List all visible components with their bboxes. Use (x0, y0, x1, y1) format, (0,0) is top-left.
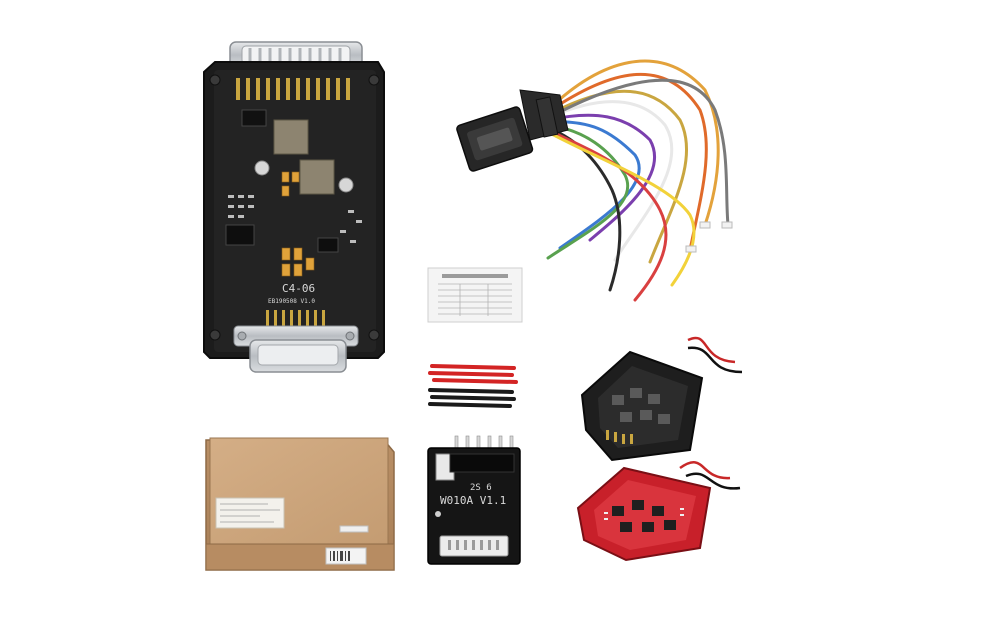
instruction-card (427, 267, 523, 323)
bottom-db-connector (233, 325, 359, 373)
main-adapter-board: C4-06 EB190508 V1.0 (203, 41, 385, 373)
cardboard-box (205, 437, 395, 571)
w010a-adapter: 2S 6 W010A V1.1 (427, 435, 521, 565)
main-board-sublabel: EB190508 V1.0 (268, 298, 315, 305)
db-cable-harness (456, 59, 733, 302)
main-board-label: C4-06 (282, 282, 315, 295)
jumper-wires (428, 364, 518, 408)
red-socket-board (576, 461, 741, 562)
black-socket-board (580, 336, 743, 462)
adapter-label-top: 2S 6 (470, 483, 492, 493)
adapter-label: W010A V1.1 (440, 494, 506, 507)
box-label (215, 497, 285, 529)
